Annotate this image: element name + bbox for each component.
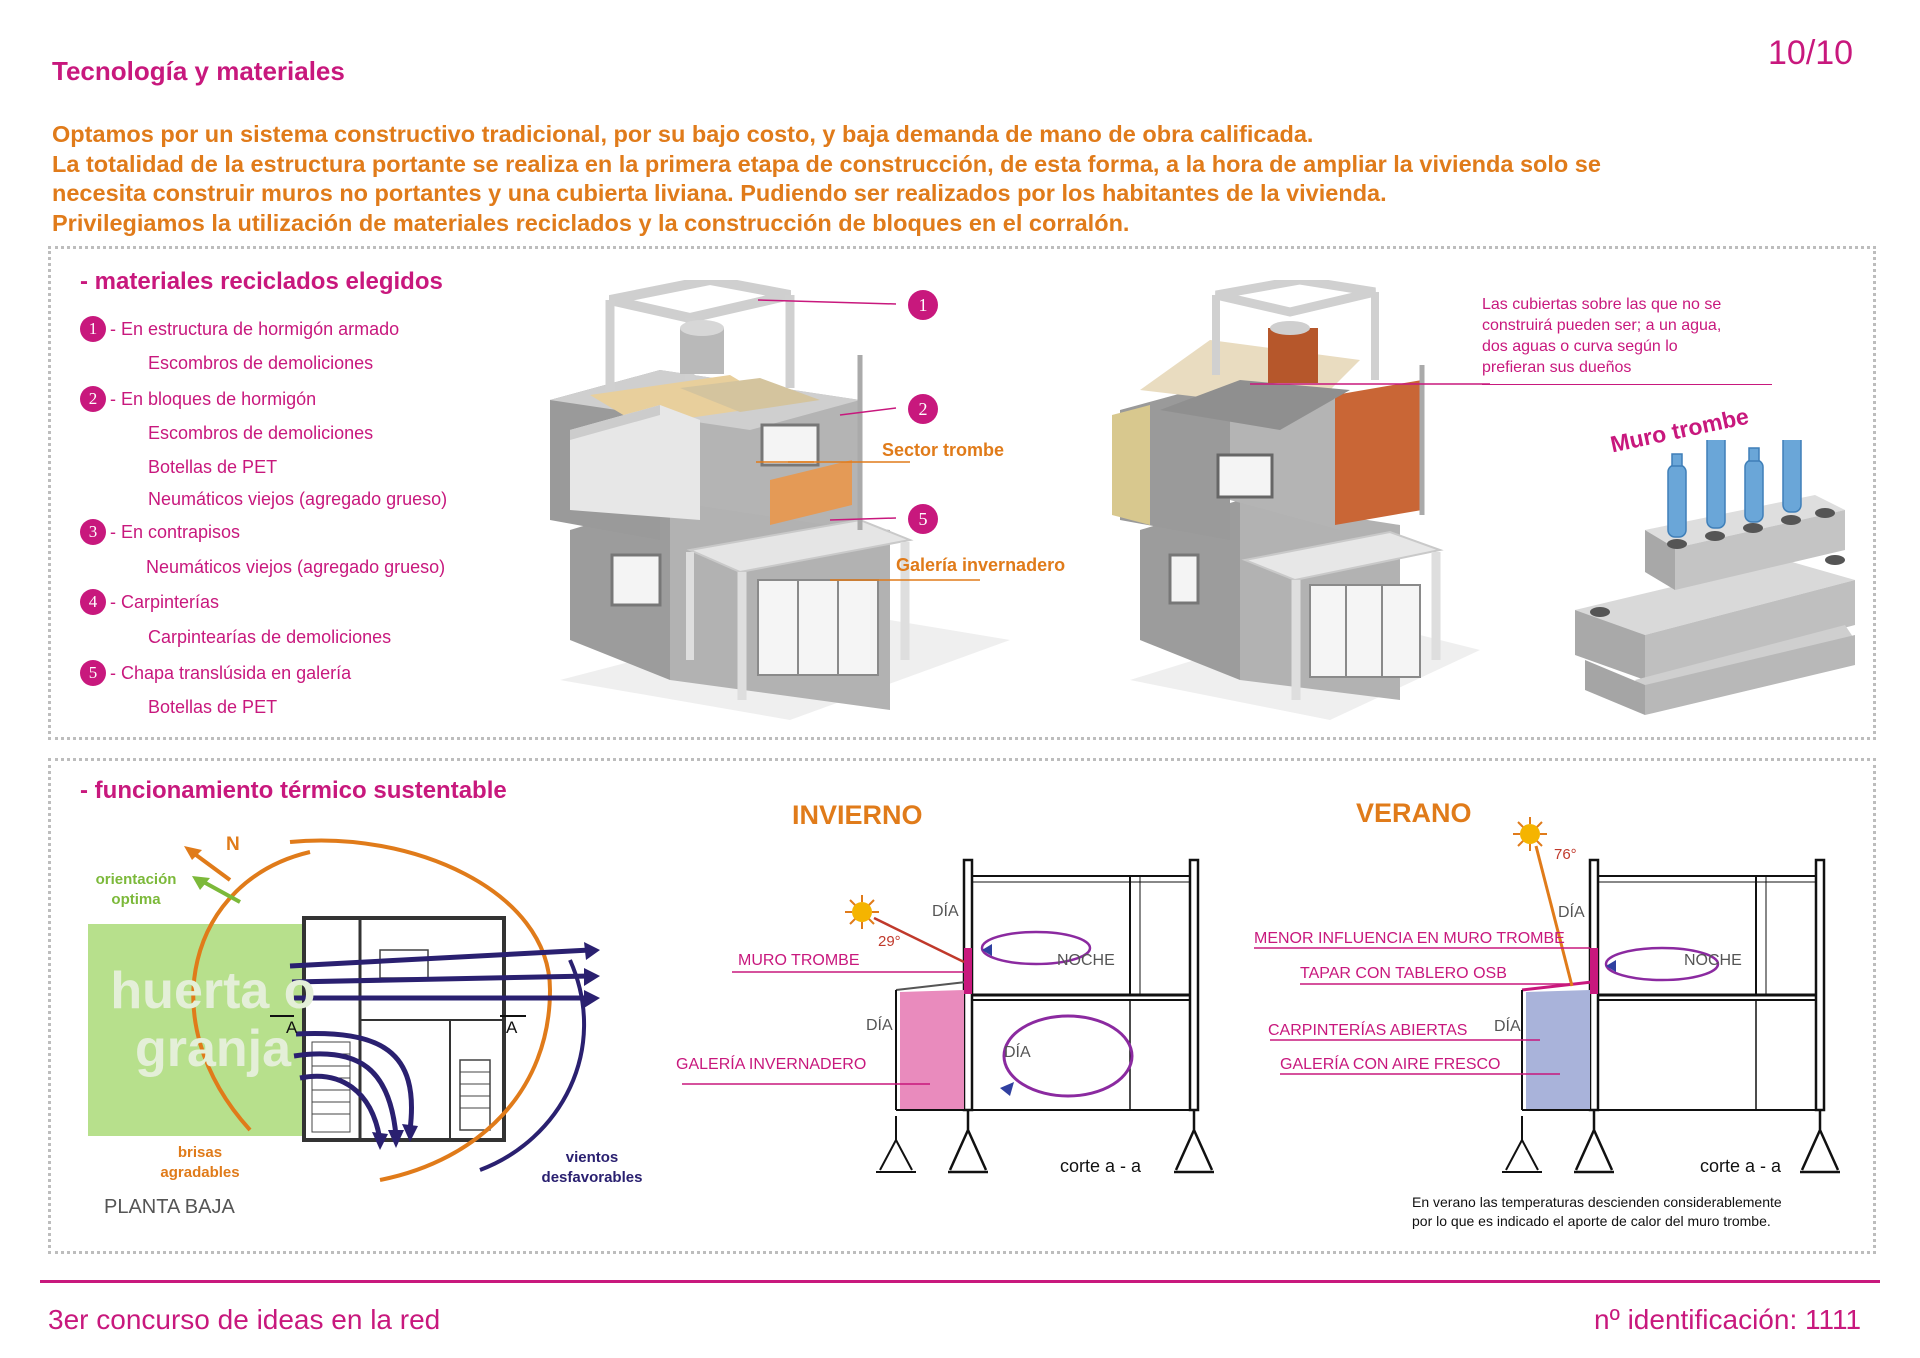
- house-structure-illustration: [550, 280, 1010, 720]
- huerta-label: huerta o granja: [98, 962, 328, 1078]
- floor-plan: [88, 838, 600, 1182]
- verano-note-line: por lo que es indicado el aporte de calo…: [1412, 1213, 1771, 1229]
- house-expanded-illustration: [1112, 280, 1490, 720]
- orientation-label: orientación optima: [86, 870, 186, 910]
- huerta-line: granja: [134, 1020, 292, 1078]
- sector-trombe-label: Sector trombe: [882, 440, 1005, 460]
- intro-text: Optamos por un sistema constructivo trad…: [52, 120, 1601, 238]
- number-badge: 4: [80, 589, 106, 615]
- invierno-muro-trombe: MURO TROMBE: [738, 952, 860, 969]
- note-line: construirá pueden ser; a un agua,: [1482, 317, 1722, 334]
- verano-carpinterias: CARPINTERÍAS ABIERTAS: [1268, 1022, 1468, 1039]
- material-label: - En bloques de hormigón: [110, 388, 317, 409]
- note-line: Las cubiertas sobre las que no se: [1482, 296, 1722, 313]
- marker-5: 5: [908, 504, 938, 534]
- galeria-invernadero-label: Galería invernadero: [896, 555, 1066, 575]
- invierno-section-drawing: [682, 858, 1214, 1174]
- invierno-galeria: GALERÍA INVERNADERO: [676, 1056, 867, 1073]
- material-sub: Neumáticos viejos (agregado grueso): [146, 557, 446, 577]
- brisas-line: brisas: [177, 1144, 223, 1161]
- intro-line: La totalidad de la estructura portante s…: [52, 150, 1601, 177]
- footer-contest: 3er concurso de ideas en la red: [48, 1304, 441, 1335]
- brisas-label: brisas agradables: [150, 1143, 250, 1183]
- verano-noche: NOCHE: [1684, 952, 1742, 969]
- verano-dia-top: DÍA: [1558, 904, 1585, 921]
- material-item-2: 2 - En bloques de hormigón: [80, 386, 316, 412]
- invierno-dia-mid: DÍA: [866, 1017, 893, 1034]
- page-number: 10/10: [1768, 34, 1854, 72]
- vientos-line: vientos: [565, 1149, 619, 1166]
- footer-rule: [40, 1280, 1880, 1283]
- number-badge: 3: [80, 519, 106, 545]
- huerta-line: huerta o: [110, 962, 316, 1020]
- orientation-line: orientación: [95, 871, 177, 888]
- verano-tapar-osb: TAPAR CON TABLERO OSB: [1300, 965, 1507, 982]
- invierno-dia-top: DÍA: [932, 903, 959, 920]
- material-sub: Escombros de demoliciones: [148, 423, 374, 443]
- plan-label: PLANTA BAJA: [104, 1196, 235, 1218]
- thermal-title: - funcionamiento térmico sustentable: [80, 777, 507, 804]
- intro-line: Optamos por un sistema constructivo trad…: [52, 121, 1314, 147]
- trombe-block-illustration: [1575, 440, 1855, 715]
- material-sub: Carpintearías de demoliciones: [148, 627, 392, 647]
- material-item-4: 4 - Carpinterías: [80, 589, 219, 615]
- material-sub: Botellas de PET: [148, 457, 278, 477]
- orientation-line: optima: [111, 891, 161, 908]
- footer-id: nº identificación: 1111: [1594, 1304, 1862, 1335]
- cubiertas-note: Las cubiertas sobre las que no se constr…: [1482, 294, 1721, 378]
- verano-section-drawing: [1254, 817, 1840, 1174]
- material-item-5: 5 - Chapa translúsida en galería: [80, 660, 351, 686]
- intro-line: Privilegiamos la utilización de material…: [52, 209, 1130, 236]
- vientos-label: vientos desfavorables: [532, 1148, 652, 1188]
- marker-1: 1: [908, 290, 938, 320]
- vientos-line: desfavorables: [541, 1169, 643, 1186]
- verano-corte: corte a - a: [1700, 1156, 1782, 1176]
- materials-title: - materiales reciclados elegidos: [80, 268, 443, 295]
- intro-line: necesita construir muros no portantes y …: [52, 180, 1387, 206]
- number-badge: 1: [80, 316, 106, 342]
- verano-note-line: En verano las temperaturas descienden co…: [1412, 1194, 1782, 1210]
- verano-galeria: GALERÍA CON AIRE FRESCO: [1280, 1056, 1501, 1073]
- verano-dia-mid: DÍA: [1494, 1018, 1521, 1035]
- material-item-1: 1 - En estructura de hormigón armado: [80, 316, 399, 342]
- section-mark-right: A: [506, 1018, 518, 1037]
- invierno-corte: corte a - a: [1060, 1156, 1142, 1176]
- verano-note: En verano las temperaturas descienden co…: [1412, 1193, 1782, 1231]
- invierno-angle: 29°: [878, 933, 901, 950]
- verano-angle: 76°: [1554, 846, 1577, 863]
- invierno-dia-oval: DÍA: [1004, 1044, 1031, 1061]
- material-label: - Chapa translúsida en galería: [110, 662, 352, 683]
- material-sub: Escombros de demoliciones: [148, 353, 374, 373]
- page-title: Tecnología y materiales: [52, 56, 345, 86]
- invierno-title: INVIERNO: [792, 800, 923, 830]
- invierno-noche: NOCHE: [1057, 952, 1115, 969]
- material-label: - En contrapisos: [110, 521, 241, 542]
- thermal-panel: [48, 758, 1876, 1254]
- verano-menor-influencia: MENOR INFLUENCIA EN MURO TROMBE: [1254, 930, 1565, 947]
- number-badge: 5: [80, 660, 106, 686]
- material-sub: Botellas de PET: [148, 697, 278, 717]
- note-leader-line: [1482, 384, 1772, 385]
- materials-panel: [48, 246, 1876, 740]
- material-item-3: 3 - En contrapisos: [80, 519, 240, 545]
- north-label: N: [226, 834, 240, 855]
- material-label: - Carpinterías: [110, 591, 220, 612]
- section-mark-left: A: [286, 1018, 298, 1037]
- note-line: prefieran sus dueños: [1482, 359, 1632, 376]
- brisas-line: agradables: [160, 1164, 240, 1181]
- material-label: - En estructura de hormigón armado: [110, 318, 400, 339]
- number-badge: 2: [80, 386, 106, 412]
- verano-title: VERANO: [1356, 798, 1472, 828]
- material-sub: Neumáticos viejos (agregado grueso): [148, 489, 448, 509]
- note-line: dos aguas o curva según lo: [1482, 338, 1678, 355]
- marker-2: 2: [908, 394, 938, 424]
